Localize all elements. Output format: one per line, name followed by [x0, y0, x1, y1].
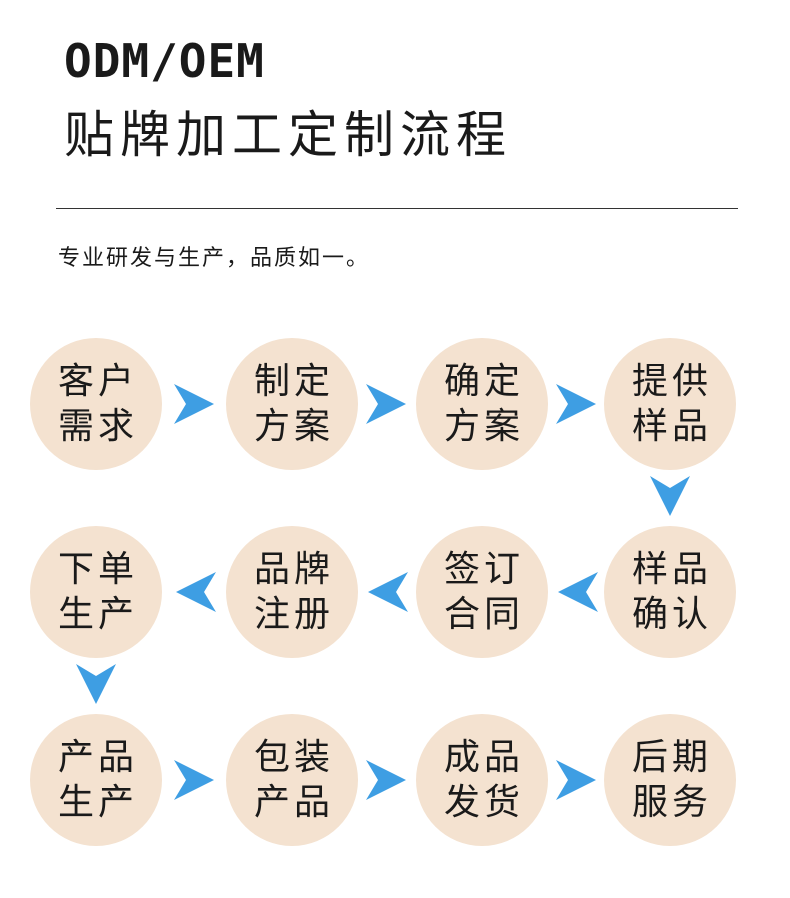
step-label-line2: 产品 — [253, 782, 334, 823]
arrow-right-icon — [174, 384, 214, 424]
step-label-line1: 确定 — [443, 361, 524, 402]
step-packaging: 包装 产品 — [226, 714, 358, 846]
step-label-line1: 品牌 — [253, 549, 334, 590]
step-sample-confirmation: 样品 确认 — [604, 526, 736, 658]
arrow-down-icon — [650, 476, 690, 516]
step-confirm-plan: 确定 方案 — [416, 338, 548, 470]
step-label-line1: 制定 — [253, 361, 334, 402]
step-label-line1: 样品 — [631, 549, 712, 590]
step-label-line2: 服务 — [631, 782, 712, 823]
step-after-sales: 后期 服务 — [604, 714, 736, 846]
arrow-right-icon — [556, 384, 596, 424]
step-label-line2: 生产 — [57, 594, 138, 635]
arrow-right-icon — [174, 760, 214, 800]
arrow-left-icon — [176, 572, 216, 612]
step-draft-plan: 制定 方案 — [226, 338, 358, 470]
step-label-line1: 包装 — [253, 737, 334, 778]
arrow-right-icon — [366, 384, 406, 424]
step-label-line1: 提供 — [631, 361, 712, 402]
step-label-line1: 下单 — [57, 549, 138, 590]
header-divider — [56, 208, 738, 209]
step-label-line2: 方案 — [443, 406, 524, 447]
step-place-order: 下单 生产 — [30, 526, 162, 658]
step-sign-contract: 签订 合同 — [416, 526, 548, 658]
step-label-line1: 客户 — [57, 361, 138, 402]
arrow-right-icon — [366, 760, 406, 800]
step-production: 产品 生产 — [30, 714, 162, 846]
step-label-line1: 产品 — [57, 737, 138, 778]
arrow-left-icon — [558, 572, 598, 612]
step-brand-registration: 品牌 注册 — [226, 526, 358, 658]
step-label-line2: 样品 — [631, 406, 712, 447]
step-label-line2: 合同 — [443, 594, 524, 635]
step-label-line2: 需求 — [57, 406, 138, 447]
arrow-down-icon — [76, 664, 116, 704]
page-title-cn: 贴牌加工定制流程 — [64, 106, 512, 164]
step-label-line2: 确认 — [631, 594, 712, 635]
step-customer-needs: 客户 需求 — [30, 338, 162, 470]
arrow-left-icon — [368, 572, 408, 612]
page-subtitle: 专业研发与生产，品质如一。 — [58, 246, 371, 271]
arrow-right-icon — [556, 760, 596, 800]
step-label-line1: 后期 — [631, 737, 712, 778]
step-label-line2: 生产 — [57, 782, 138, 823]
page-title-en: ODM/OEM — [64, 34, 265, 88]
step-label-line2: 发货 — [443, 782, 524, 823]
step-label-line2: 注册 — [253, 594, 334, 635]
step-label-line1: 签订 — [443, 549, 524, 590]
step-label-line1: 成品 — [443, 737, 524, 778]
step-provide-samples: 提供 样品 — [604, 338, 736, 470]
step-shipping: 成品 发货 — [416, 714, 548, 846]
step-label-line2: 方案 — [253, 406, 334, 447]
